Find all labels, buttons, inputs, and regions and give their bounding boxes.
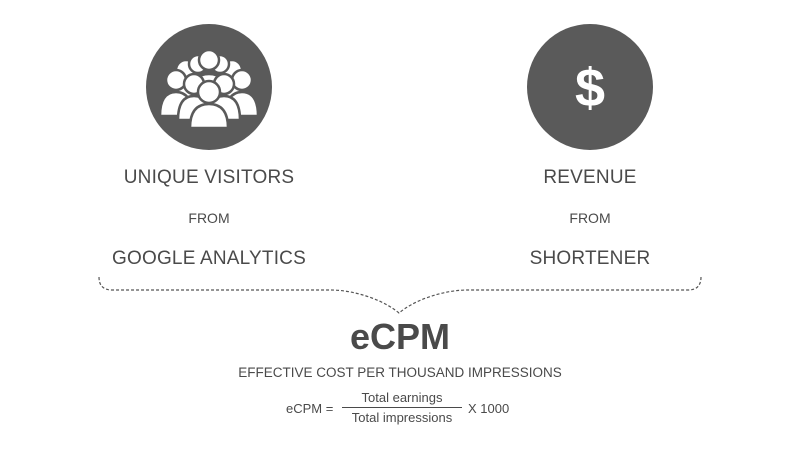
- revenue-icon-circle: $: [527, 24, 653, 150]
- ecpm-title: eCPM: [349, 316, 451, 357]
- formula-fraction: Total earnings Total impressions: [342, 389, 462, 426]
- right-source: SHORTENER: [529, 248, 651, 269]
- fraction-bar: [342, 407, 462, 408]
- right-title: REVENUE: [543, 167, 637, 188]
- left-source: GOOGLE ANALYTICS: [112, 248, 306, 269]
- right-connector: FROM: [569, 210, 611, 226]
- svg-text:$: $: [575, 58, 605, 118]
- unique-visitors-icon-circle: [146, 24, 272, 150]
- formula-numerator: Total earnings: [361, 390, 443, 405]
- formula-lhs: eCPM =: [286, 401, 334, 416]
- dollar-sign-icon: $: [575, 58, 605, 118]
- formula-multiplier: X 1000: [468, 401, 510, 416]
- ecpm-subtitle: EFFECTIVE COST PER THOUSAND IMPRESSIONS: [238, 365, 562, 380]
- left-connector: FROM: [188, 210, 230, 226]
- left-title: UNIQUE VISITORS: [123, 167, 295, 188]
- people-group-icon: [158, 48, 260, 130]
- formula-denominator: Total impressions: [351, 410, 453, 425]
